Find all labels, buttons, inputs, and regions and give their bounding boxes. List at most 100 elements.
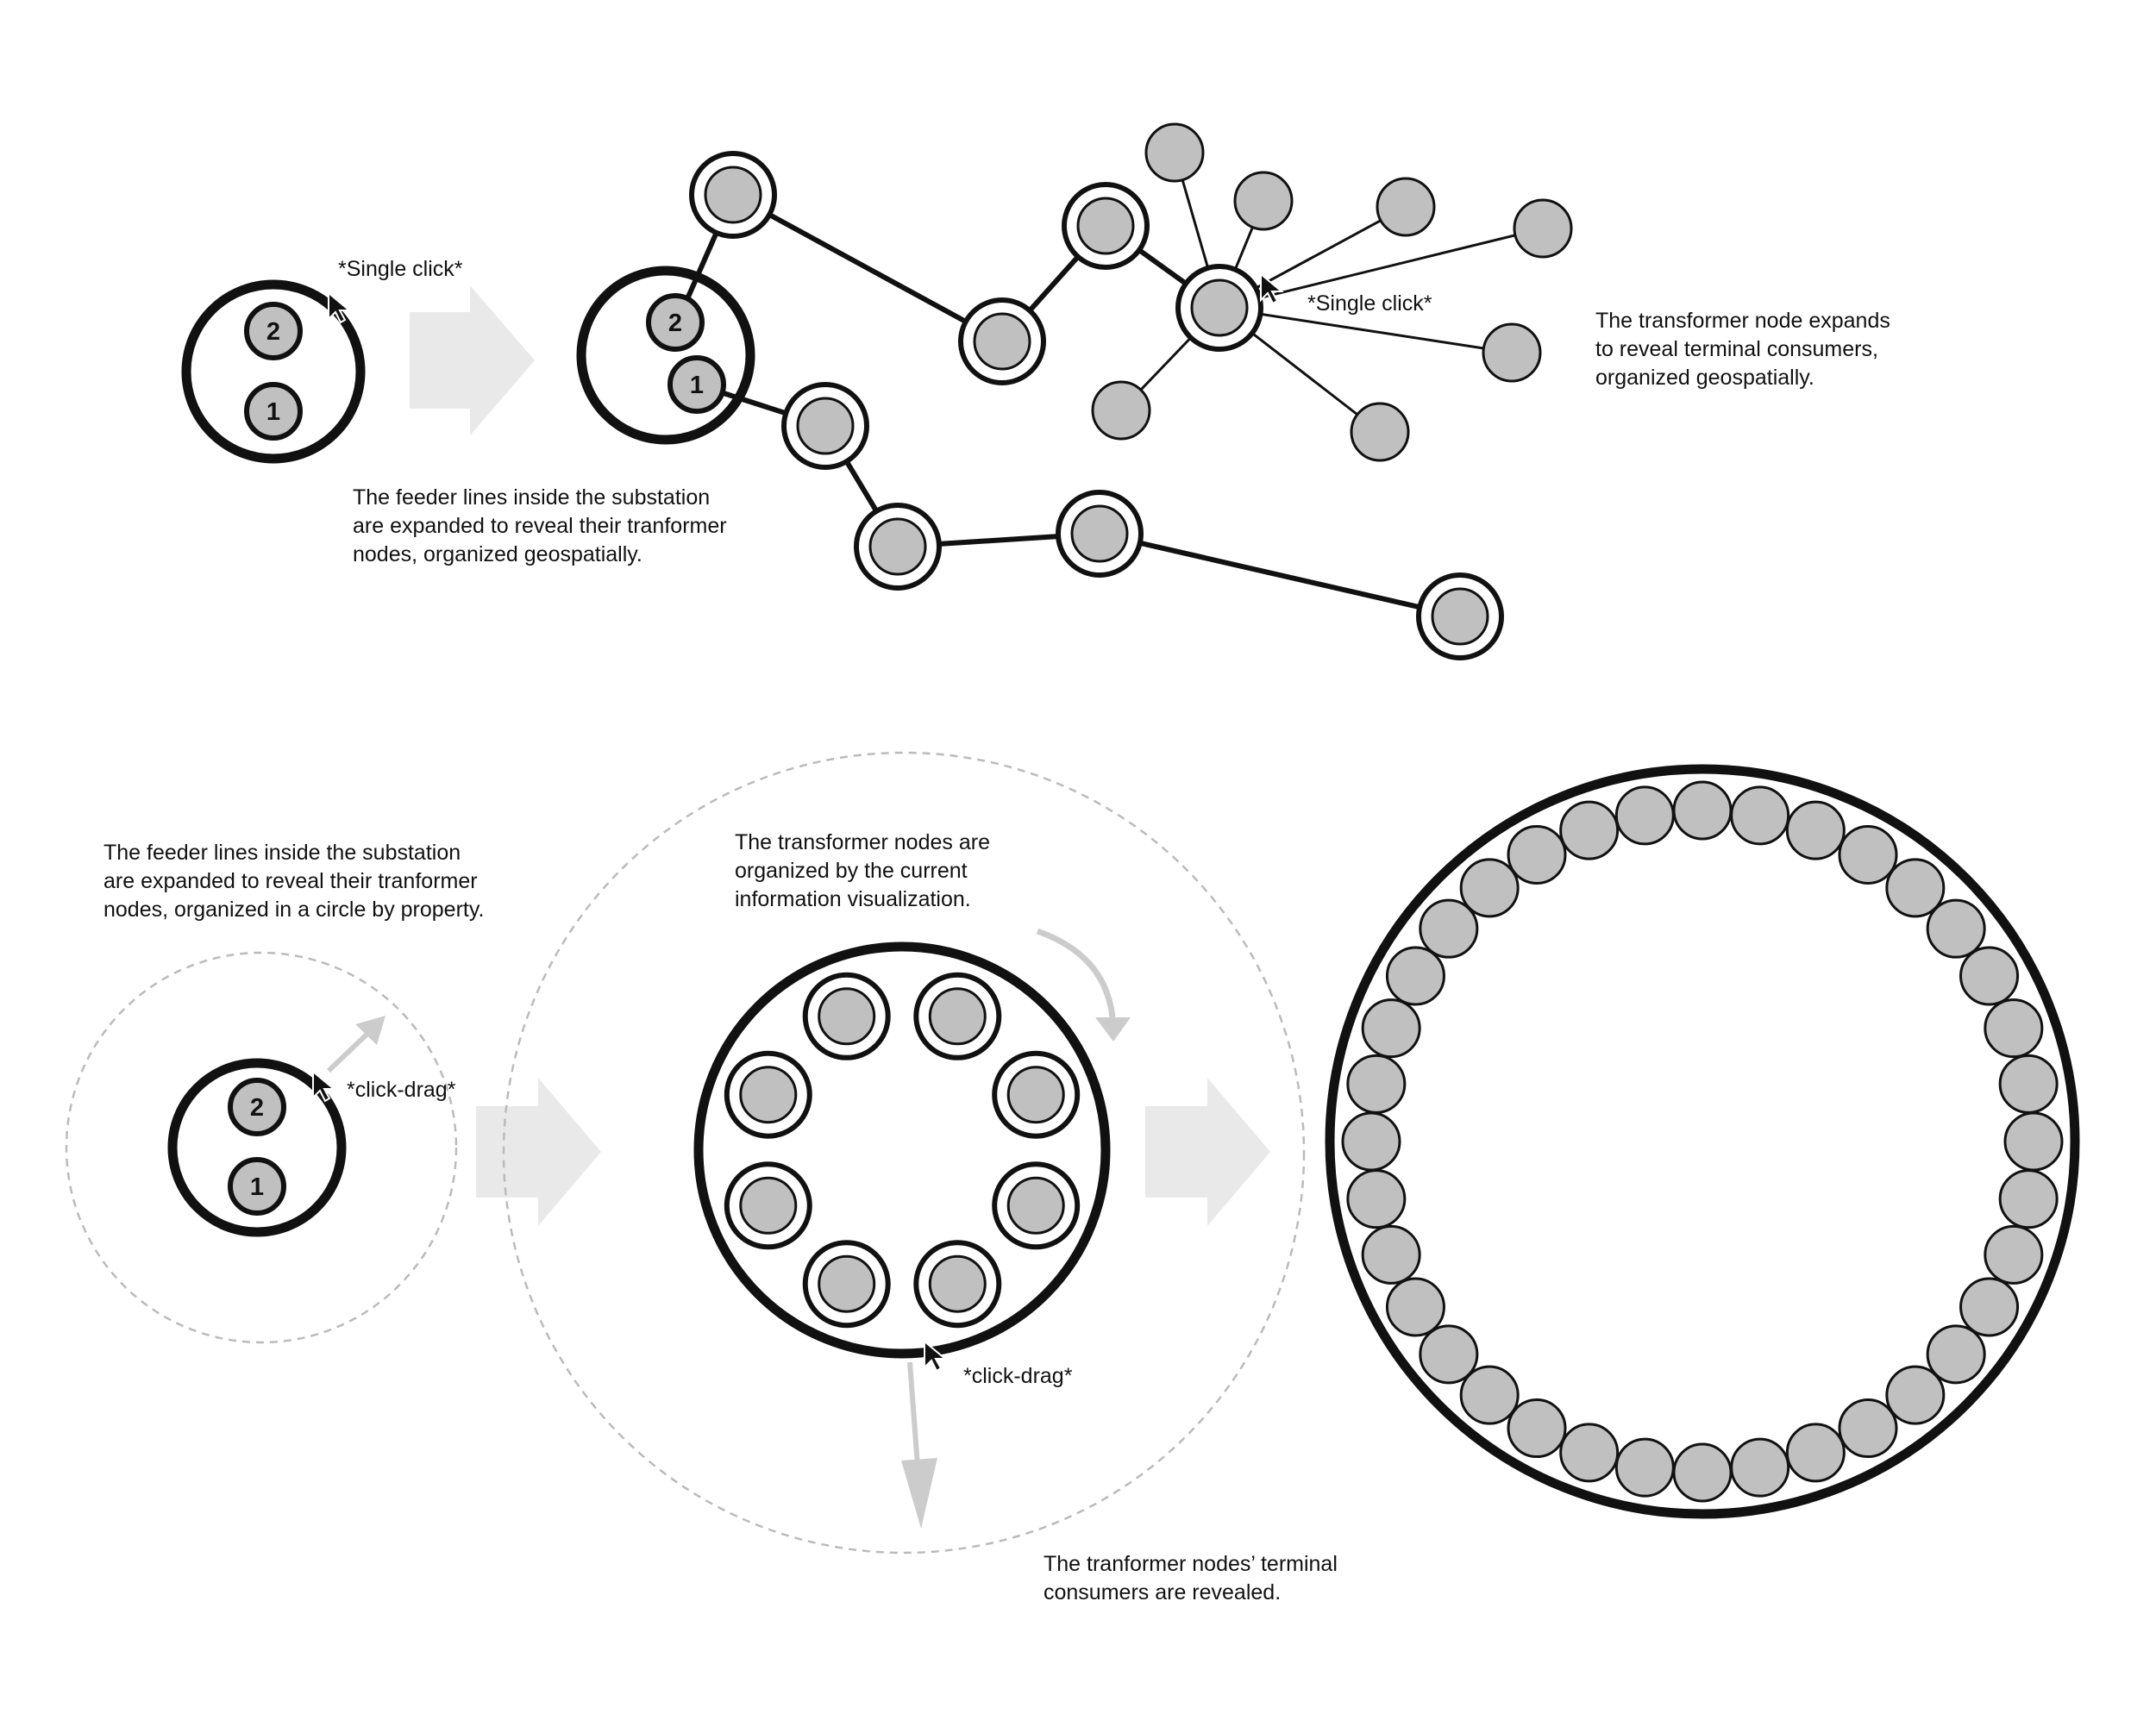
rotate-arrow-icon (1036, 928, 1131, 1042)
transformer-node[interactable] (992, 1161, 1081, 1250)
consumer-node[interactable] (1885, 858, 1946, 918)
transformer-node[interactable] (1175, 264, 1263, 352)
consumer-node[interactable] (2003, 1111, 2064, 1172)
consumer-node[interactable] (1959, 1277, 2020, 1337)
feeder-node-2[interactable]: 2 (228, 1078, 286, 1136)
consumer-node[interactable] (1385, 1277, 1445, 1337)
consumer-node[interactable] (1346, 1169, 1407, 1229)
consumer-node[interactable] (1984, 998, 2044, 1059)
drag-zone (65, 951, 458, 1344)
substation-collapsed[interactable]: 2 1 (167, 1058, 347, 1237)
single-click-label: *Single click* (1307, 291, 1432, 316)
transformer-node[interactable] (724, 1050, 812, 1139)
transformer-node[interactable] (854, 503, 942, 591)
consumer-node[interactable] (1785, 1423, 1846, 1483)
consumer-node[interactable] (1559, 800, 1620, 860)
consumer-nodes (1341, 780, 2064, 1503)
feeder-node-1[interactable]: 1 (244, 382, 303, 441)
transformer-node[interactable] (913, 972, 1002, 1060)
consumer-node[interactable] (1614, 785, 1675, 846)
transformer-node[interactable] (913, 1240, 1002, 1329)
transformer-node[interactable] (802, 972, 891, 1060)
edge (1219, 306, 1513, 354)
consumer-node[interactable] (1730, 1437, 1790, 1498)
caption-consumers-revealed: The tranformer nodes’ terminal consumers… (1044, 1552, 1344, 1605)
arrow-right-icon (1145, 1078, 1270, 1226)
consumer-node[interactable] (1385, 946, 1445, 1006)
drag-direction-arrow-icon (326, 1016, 385, 1073)
consumer-node[interactable] (1926, 1324, 1986, 1385)
edge (731, 192, 1004, 344)
substation-ring-view[interactable] (693, 941, 1111, 1359)
arrow-right-icon (410, 285, 535, 435)
substation-ring[interactable] (1325, 764, 2080, 1519)
arrow-right-icon (476, 1078, 601, 1226)
substation-ring[interactable] (167, 1058, 347, 1237)
consumer-node[interactable] (1513, 198, 1573, 259)
substation-collapsed[interactable]: 2 1 (181, 279, 366, 464)
transformer-node[interactable] (781, 382, 869, 470)
consumer-node[interactable] (1672, 1442, 1733, 1503)
consumer-ring-view[interactable] (1325, 764, 2080, 1519)
consumer-node[interactable] (1838, 824, 1898, 885)
substation-expanded[interactable]: 2 1 (576, 266, 755, 445)
consumer-node[interactable] (1091, 380, 1151, 441)
top-panel: 2 1 *Single click* (181, 122, 1890, 660)
transformer-node[interactable] (724, 1161, 812, 1250)
consumer-node[interactable] (1341, 1111, 1401, 1172)
consumer-nodes (1091, 122, 1573, 462)
consumer-node[interactable] (1672, 780, 1733, 841)
consumer-node[interactable] (1144, 122, 1205, 183)
transformer-nodes (724, 972, 1081, 1329)
edge (1099, 531, 1461, 619)
transformer-node[interactable] (1416, 572, 1504, 660)
consumer-node[interactable] (1361, 998, 1421, 1059)
consumer-node[interactable] (1984, 1224, 2044, 1285)
substation-ring[interactable] (693, 941, 1111, 1359)
caption-feeder-circle: The feeder lines inside the substation a… (103, 841, 484, 922)
caption-feeder-geospatial: The feeder lines inside the substation a… (353, 485, 733, 566)
consumer-node[interactable] (1419, 898, 1479, 959)
svg-text:1: 1 (266, 398, 280, 426)
transformer-node[interactable] (992, 1050, 1081, 1139)
consumer-node[interactable] (1959, 946, 2020, 1006)
consumer-node[interactable] (1482, 322, 1542, 383)
consumer-node[interactable] (1459, 858, 1520, 918)
svg-text:1: 1 (250, 1173, 264, 1201)
consumer-node[interactable] (1507, 1398, 1567, 1459)
transformer-node[interactable] (958, 297, 1046, 385)
consumer-node[interactable] (1419, 1324, 1479, 1385)
transformer-node[interactable] (1056, 490, 1144, 578)
consumer-node[interactable] (1885, 1365, 1946, 1425)
consumer-node[interactable] (1838, 1398, 1898, 1459)
transformer-node[interactable] (1062, 182, 1150, 270)
consumer-node[interactable] (1376, 177, 1436, 237)
transformer-node[interactable] (689, 151, 777, 239)
consumer-node[interactable] (1459, 1365, 1520, 1425)
consumer-node[interactable] (1926, 898, 1986, 959)
svg-text:2: 2 (668, 310, 682, 337)
substation-ring[interactable] (181, 279, 366, 464)
consumer-node[interactable] (1730, 785, 1790, 846)
consumer-node[interactable] (1998, 1054, 2059, 1114)
drag-direction-arrow-icon (901, 1361, 937, 1529)
consumer-node[interactable] (1507, 824, 1567, 885)
transformer-node[interactable] (802, 1240, 891, 1329)
click-drag-label: *click-drag* (347, 1078, 456, 1102)
consumer-node[interactable] (1614, 1437, 1675, 1498)
feeder-node-2[interactable]: 2 (646, 293, 705, 352)
bottom-panel: The feeder lines inside the substation a… (65, 751, 2080, 1605)
consumer-node[interactable] (1350, 402, 1410, 462)
feeder-node-1[interactable]: 1 (667, 355, 726, 414)
consumer-node[interactable] (1998, 1169, 2059, 1229)
consumer-node[interactable] (1785, 800, 1846, 860)
consumer-node[interactable] (1346, 1054, 1407, 1114)
consumer-node[interactable] (1559, 1423, 1620, 1483)
feeder-node-2[interactable]: 2 (244, 302, 303, 360)
feeder-node-1[interactable]: 1 (228, 1157, 286, 1216)
consumer-node[interactable] (1233, 171, 1294, 231)
svg-text:2: 2 (266, 318, 280, 346)
consumer-node[interactable] (1361, 1224, 1421, 1285)
substation-ring[interactable] (576, 266, 755, 445)
